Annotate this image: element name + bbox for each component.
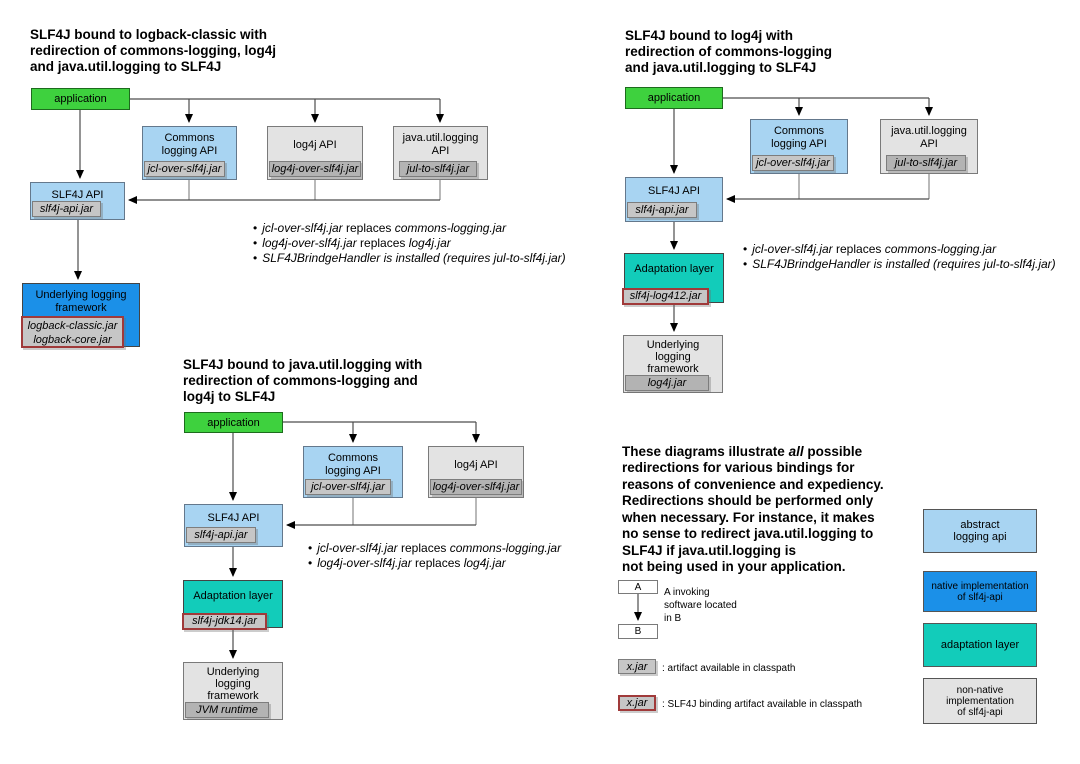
explanatory-note: These diagrams illustrate all possible r… [622, 443, 884, 575]
bullet-item: •jcl-over-slf4j.jar replaces commons-log… [743, 242, 997, 256]
jul-api-box: java.util.logging API jul-to-slf4j.jar [393, 126, 488, 180]
box-label: SLF4J API [207, 512, 260, 524]
bullet-item: •log4j-over-slf4j.jar replaces log4j.jar [308, 556, 506, 570]
color-legend-adaptation: adaptation layer [923, 623, 1037, 667]
jar-badge: jul-to-slf4j.jar [399, 161, 477, 177]
box-label: Underlying logging framework [206, 666, 260, 702]
jar-badge: log4j.jar [625, 375, 709, 391]
application-box: application [184, 412, 283, 433]
adaptation-layer-box: Adaptation layer slf4j-log412.jar [622, 253, 724, 305]
legend-artifact-desc: : artifact available in classpath [662, 663, 796, 674]
commons-logging-api-box: Commons logging API jcl-over-slf4j.jar [750, 119, 848, 174]
binding-jar-badge: slf4j-log412.jar [622, 288, 709, 305]
jar-badge: jcl-over-slf4j.jar [305, 479, 391, 495]
legend-box-b: B [618, 624, 658, 639]
legend-artifact-jar: x.jar [618, 659, 656, 674]
jar-badge: slf4j-api.jar [627, 202, 697, 218]
jar-badge: jcl-over-slf4j.jar [144, 161, 225, 177]
legend-binding-jar: x.jar [618, 695, 656, 711]
jar-badge: JVM runtime [185, 702, 269, 718]
commons-logging-api-box: Commons logging API jcl-over-slf4j.jar [142, 126, 237, 180]
underlying-framework-box: Underlying logging framework JVM runtime [183, 662, 283, 720]
adaptation-layer-box: Adaptation layer slf4j-jdk14.jar [182, 580, 283, 630]
diagram-log4j-title: SLF4J bound to log4j with redirection of… [625, 28, 833, 75]
legend-box-a: A [618, 580, 658, 594]
notes-bullets: •jcl-over-slf4j.jar replaces commons-log… [253, 221, 566, 266]
binding-jar-badge: logback-classic.jar logback-core.jar [21, 316, 124, 348]
slf4j-api-box: SLF4J API slf4j-api.jar [30, 182, 125, 220]
jul-api-box: java.util.logging API jul-to-slf4j.jar [880, 119, 978, 174]
box-label: Adaptation layer [193, 590, 273, 602]
commons-logging-api-box: Commons logging API jcl-over-slf4j.jar [303, 446, 403, 498]
box-label: SLF4J API [51, 189, 104, 201]
box-label: SLF4J API [648, 185, 700, 197]
box-label: Underlying logging framework [35, 289, 127, 314]
binding-jar-badge: slf4j-jdk14.jar [182, 613, 267, 630]
box-label: Adaptation layer [634, 263, 714, 275]
underlying-framework-box: Underlying logging framework log4j.jar [623, 335, 723, 393]
box-label: Underlying logging framework [646, 339, 700, 375]
box-label: Commons logging API [161, 132, 218, 157]
notes-bullets: •jcl-over-slf4j.jar replaces commons-log… [743, 242, 1056, 272]
legend-invoking-text: A invoking software located in B [664, 587, 737, 624]
log4j-api-box: log4j API log4j-over-slf4j.jar [428, 446, 524, 498]
bullet-item: •SLF4JBrindgeHandler is installed (requi… [743, 257, 1056, 271]
color-legend-abstract-api: abstract logging api [923, 509, 1037, 553]
jar-badge: slf4j-api.jar [186, 527, 256, 543]
color-legend-native-impl: native implementation of slf4j-api [923, 571, 1037, 612]
box-label: java.util.logging API [891, 125, 967, 150]
slf4j-api-box: SLF4J API slf4j-api.jar [184, 504, 283, 547]
jar-badge: slf4j-api.jar [32, 201, 101, 217]
application-label: application [207, 416, 260, 429]
bullet-item: •SLF4JBrindgeHandler is installed (requi… [253, 251, 566, 265]
notes-bullets: •jcl-over-slf4j.jar replaces commons-log… [308, 541, 561, 571]
jar-badge: log4j-over-slf4j.jar [269, 161, 361, 177]
bullet-item: •jcl-over-slf4j.jar replaces commons-log… [253, 221, 507, 235]
log4j-api-box: log4j API log4j-over-slf4j.jar [267, 126, 363, 180]
diagram-jul-title: SLF4J bound to java.util.logging with re… [183, 357, 423, 404]
color-legend-non-native: non-native implementation of slf4j-api [923, 678, 1037, 724]
box-label: log4j API [454, 459, 498, 471]
bullet-item: •jcl-over-slf4j.jar replaces commons-log… [308, 541, 562, 555]
underlying-framework-box: Underlying logging framework logback-cla… [21, 283, 140, 348]
application-label: application [647, 92, 701, 104]
application-label: application [54, 93, 107, 105]
application-box: application [31, 88, 130, 110]
box-label: java.util.logging API [402, 132, 479, 157]
jar-badge: jul-to-slf4j.jar [886, 155, 966, 171]
slf4j-api-box: SLF4J API slf4j-api.jar [625, 177, 723, 222]
box-label: Commons logging API [325, 452, 381, 477]
jar-badge: log4j-over-slf4j.jar [430, 479, 522, 495]
jar-badge: jcl-over-slf4j.jar [752, 155, 834, 171]
application-box: application [625, 87, 723, 109]
bullet-item: •log4j-over-slf4j.jar replaces log4j.jar [253, 236, 451, 250]
box-label: log4j API [293, 139, 337, 151]
box-label: Commons logging API [771, 125, 827, 150]
diagram-logback-title: SLF4J bound to logback-classic with redi… [30, 27, 277, 74]
legend-binding-desc: : SLF4J binding artifact available in cl… [662, 699, 863, 710]
